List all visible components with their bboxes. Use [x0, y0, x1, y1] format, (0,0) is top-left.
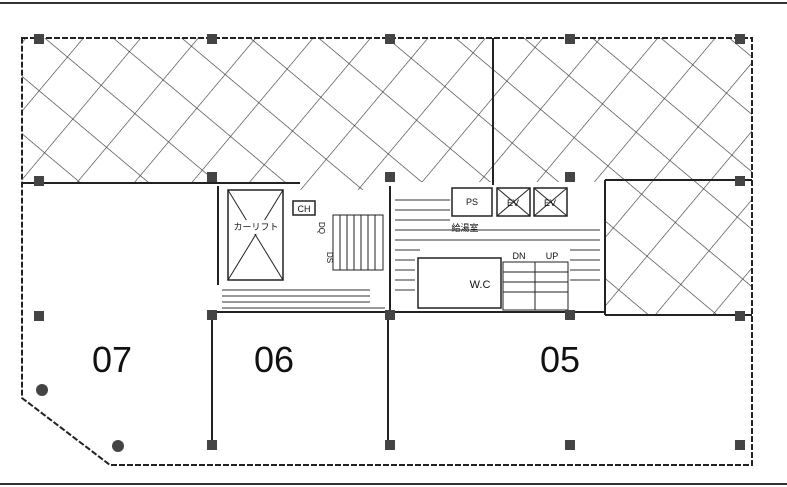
interior-walls [22, 38, 752, 445]
room-05-label: 05 [540, 339, 580, 380]
car-lift-label: カーリフト [233, 222, 278, 232]
dq-label: DQ [317, 222, 326, 234]
staircase [332, 214, 384, 271]
ch-box [292, 200, 316, 216]
outer-wall [21, 37, 753, 466]
wc-label: W.C [470, 279, 491, 291]
ev-label-1: EV [507, 198, 519, 208]
kitchenette-label: 給湯室 [451, 222, 478, 233]
wc-room [417, 257, 502, 309]
ps-label: PS [466, 197, 478, 207]
ds-label: DS [325, 252, 334, 263]
corridor-lines [222, 199, 600, 309]
room-07-label: 07 [92, 339, 132, 380]
room-06-label: 06 [254, 339, 294, 380]
ch-label: CH [298, 204, 311, 214]
staircase-2 [502, 261, 569, 311]
ev-label-2: EV [544, 198, 556, 208]
car-lift: カーリフト [227, 189, 284, 281]
dn-label: DN [513, 251, 526, 261]
up-label: UP [546, 251, 559, 261]
hatched-common-area [22, 38, 752, 315]
ps-box [451, 187, 493, 217]
structural-columns [34, 34, 745, 452]
